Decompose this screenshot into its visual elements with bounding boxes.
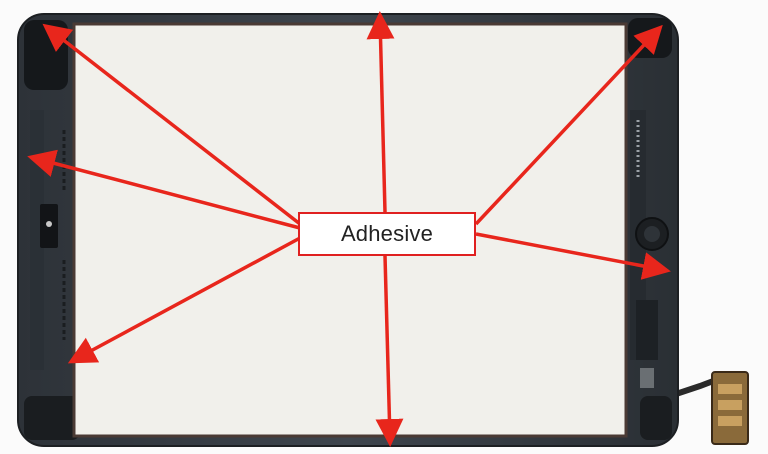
adhesive-callout-box: Adhesive — [298, 212, 476, 256]
adhesive-label: Adhesive — [341, 221, 433, 247]
